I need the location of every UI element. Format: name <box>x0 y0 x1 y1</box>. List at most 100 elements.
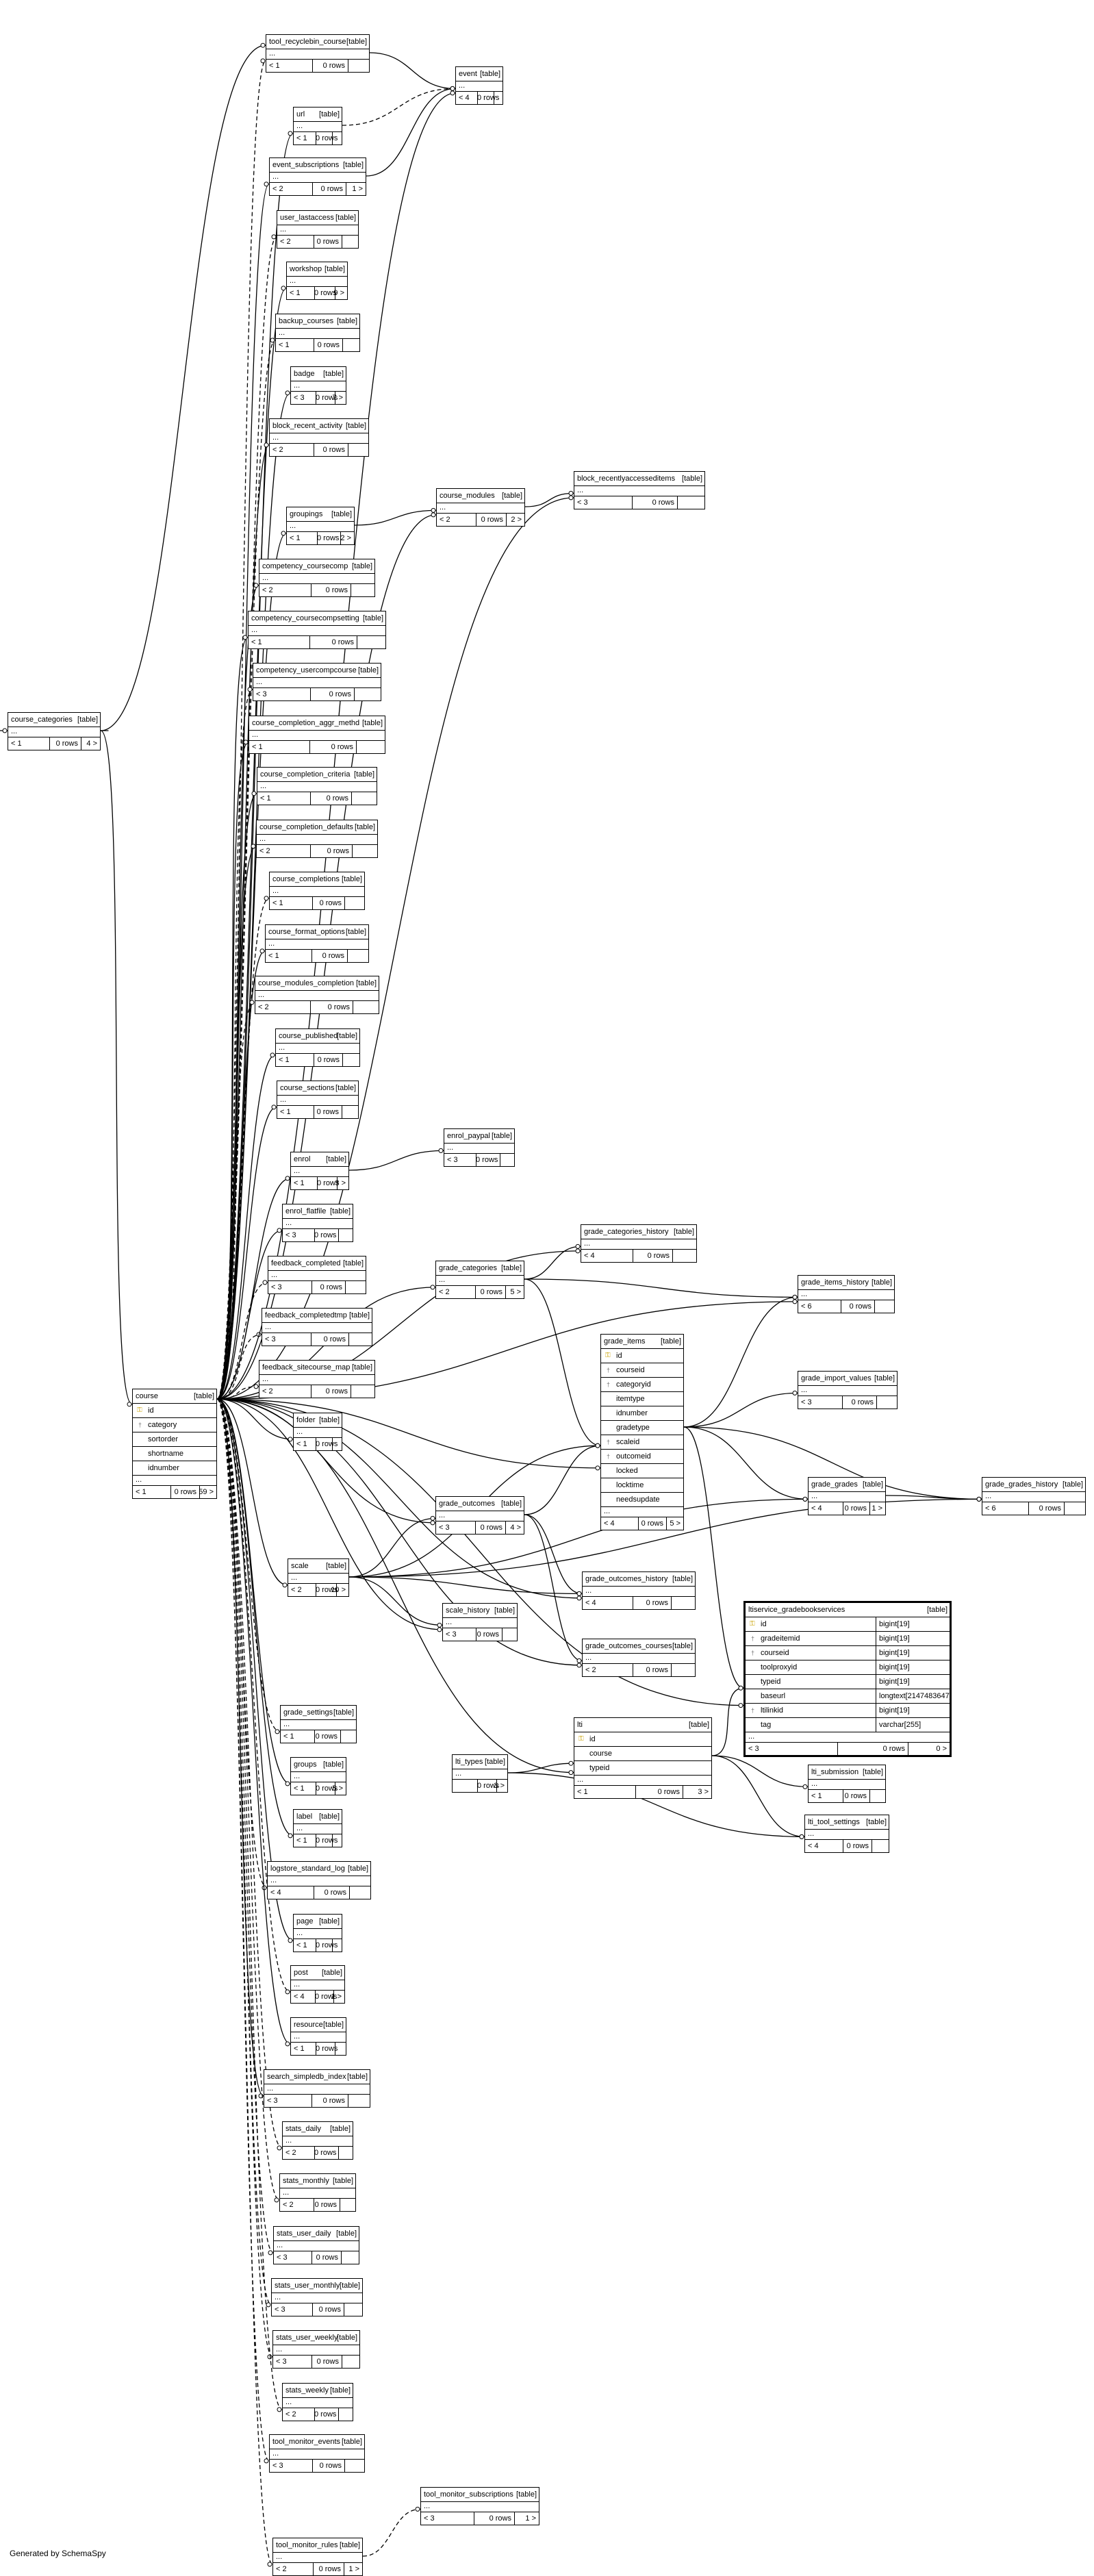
parent-count: < 2 <box>439 1288 450 1296</box>
column-ellipsis: ... <box>280 2188 355 2199</box>
table-competency-coursecompsetting[interactable]: competency_coursecompsetting[table]...< … <box>248 611 386 649</box>
crowfoot-marker <box>266 2302 271 2308</box>
footer-divider <box>49 737 50 750</box>
footer-divider <box>312 183 313 195</box>
table-block-recentlyaccesseditems[interactable]: block_recentlyaccesseditems[table]...< 3… <box>574 471 705 509</box>
row-count: 0 rows <box>315 1732 338 1741</box>
table-name: resource <box>294 2021 323 2029</box>
crowfoot-marker <box>127 1402 132 1407</box>
column-categoryid: categoryid <box>601 1378 683 1392</box>
footer-divider <box>311 950 312 962</box>
row-count: 0 rows <box>318 2306 341 2314</box>
parent-count: < 3 <box>447 1156 458 1164</box>
crowfoot-marker <box>437 1622 442 1628</box>
relationship-edge <box>507 1772 805 1838</box>
table-type-tag: [table] <box>863 1768 883 1776</box>
row-count: 0 rows <box>316 2045 338 2053</box>
column-ellipsis: ... <box>581 1239 696 1250</box>
table-course[interactable]: course[table]idcategorysortordershortnam… <box>132 1389 217 1499</box>
table-grade-items[interactable]: grade_items[table]idcourseidcategoryidit… <box>600 1334 684 1530</box>
table-course-completion-aggr-methd[interactable]: course_completion_aggr_methd[table]...< … <box>249 716 385 754</box>
table-type-tag: [table] <box>340 2282 360 2290</box>
crowfoot-marker <box>2 728 8 733</box>
table-ltiservice-gradebookservices[interactable]: ltiservice_gradebookservices[table]idbig… <box>743 1601 952 1757</box>
table-type-tag: [table] <box>355 823 375 831</box>
table-type-tag: [table] <box>689 1721 709 1729</box>
crowfoot-marker <box>568 1770 574 1776</box>
table-type-tag: [table] <box>323 1760 344 1769</box>
crowfoot-marker <box>243 740 249 745</box>
crowfoot-marker <box>799 1834 804 1839</box>
relationship-edge <box>216 1398 583 1599</box>
table-header: course_published[table] <box>276 1029 359 1044</box>
column-ellipsis: ... <box>249 626 385 636</box>
